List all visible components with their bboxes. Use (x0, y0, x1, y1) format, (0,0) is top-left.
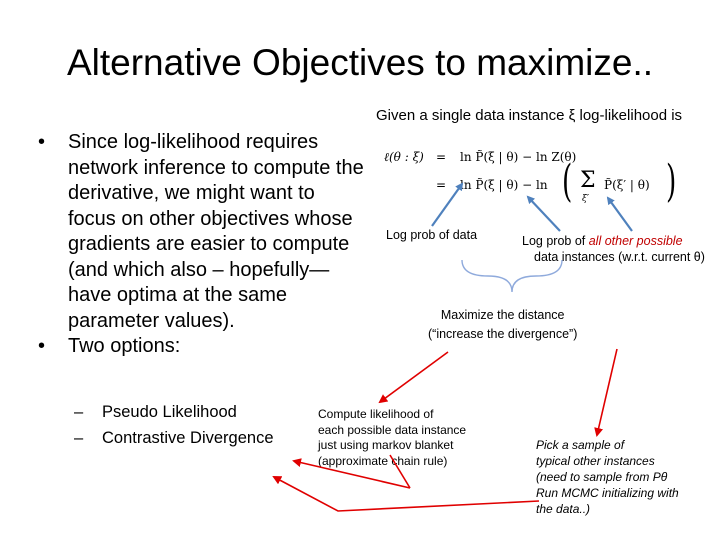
sub-bullet-text: Pseudo Likelihood (102, 403, 237, 421)
compute-likelihood-note: Compute likelihood of each possible data… (318, 407, 466, 469)
sub-bullet-text: Contrastive Divergence (102, 429, 274, 447)
blue-arrow-other-2 (606, 196, 633, 232)
dash-icon: – (74, 403, 84, 421)
blue-arrow-other-1 (526, 195, 561, 232)
pick-line: Run MCMC initializing with (536, 486, 679, 500)
pick-sample-note: Pick a sample of typical other instances… (536, 437, 679, 517)
bullet-item: • Two options: (38, 334, 368, 360)
dash-icon: – (74, 429, 84, 447)
bullet-text: Since log-likelihood requires network in… (68, 131, 364, 332)
log-prob-data-label: Log prob of data (386, 228, 478, 242)
equation-line1-rhs: ln P̃(ξ | θ) − ln Z(θ) (460, 150, 577, 164)
bullet-dot-icon: • (38, 335, 46, 357)
pick-line: typical other instances (536, 454, 655, 468)
pick-line: (need to sample from Pθ (536, 470, 668, 484)
compute-line: (approximate chain rule) (318, 453, 448, 468)
equation-sum-term: P̃(ξ′ | θ) (604, 178, 650, 192)
blue-arrow-data (431, 182, 464, 227)
pick-line: the data..) (536, 502, 591, 516)
brace-icon (461, 259, 563, 293)
equation-sum-index: ξ′ (582, 194, 590, 204)
right-paren-icon: ) (666, 156, 677, 207)
given-text: Given a single data instance ξ log-likel… (376, 107, 683, 124)
left-paren-icon: ( (562, 156, 573, 207)
pick-line: Pick a sample of (536, 438, 625, 452)
bullet-list: • Since log-likelihood requires network … (38, 130, 368, 360)
bullet-item: • Since log-likelihood requires network … (38, 130, 368, 334)
log-prob-other-emphasis: all other possible (588, 234, 683, 248)
maximize-line2: (“increase the divergence”) (428, 327, 578, 341)
equation-equals: = (436, 150, 447, 164)
red-arrow-to-pseudo-likelihood (292, 458, 411, 489)
sub-bullet-item: – Contrastive Divergence (74, 425, 274, 451)
compute-line: each possible data instance (318, 422, 467, 437)
log-prob-other-label: Log prob of all other possible (522, 234, 683, 248)
compute-line: Compute likelihood of (318, 407, 434, 421)
equation-lhs: ℓ(θ : ξ) (384, 150, 424, 164)
bullet-dot-icon: • (38, 131, 46, 153)
maximize-line1: Maximize the distance (440, 308, 565, 322)
red-arrow-to-contrastive-divergence (272, 476, 540, 512)
bullet-text: Two options: (68, 335, 181, 357)
slide-title: Alternative Objectives to maximize.. (66, 42, 654, 83)
log-prob-other-line2: data instances (w.r.t. current θ) (534, 250, 705, 264)
equation-equals: = (436, 178, 447, 192)
red-arrow-contrastive (594, 348, 618, 437)
sub-bullet-item: – Pseudo Likelihood (74, 399, 274, 425)
sub-bullet-list: – Pseudo Likelihood – Contrastive Diverg… (74, 399, 274, 451)
log-likelihood-equation: ℓ(θ : ξ) = ln P̃(ξ | θ) − ln Z(θ) = ln P… (378, 148, 678, 214)
equation-line2-rhs: ln P̃(ξ | θ) − ln (460, 178, 548, 192)
compute-line: just using markov blanket (318, 438, 454, 452)
red-line-pseudo (389, 454, 411, 489)
equation-sum-symbol: Σ (580, 168, 596, 193)
log-prob-other-prefix: Log prob of (522, 234, 589, 248)
red-arrow-pseudo (378, 351, 449, 404)
maximize-distance-label: Maximize the distance (“increase the div… (428, 306, 577, 344)
